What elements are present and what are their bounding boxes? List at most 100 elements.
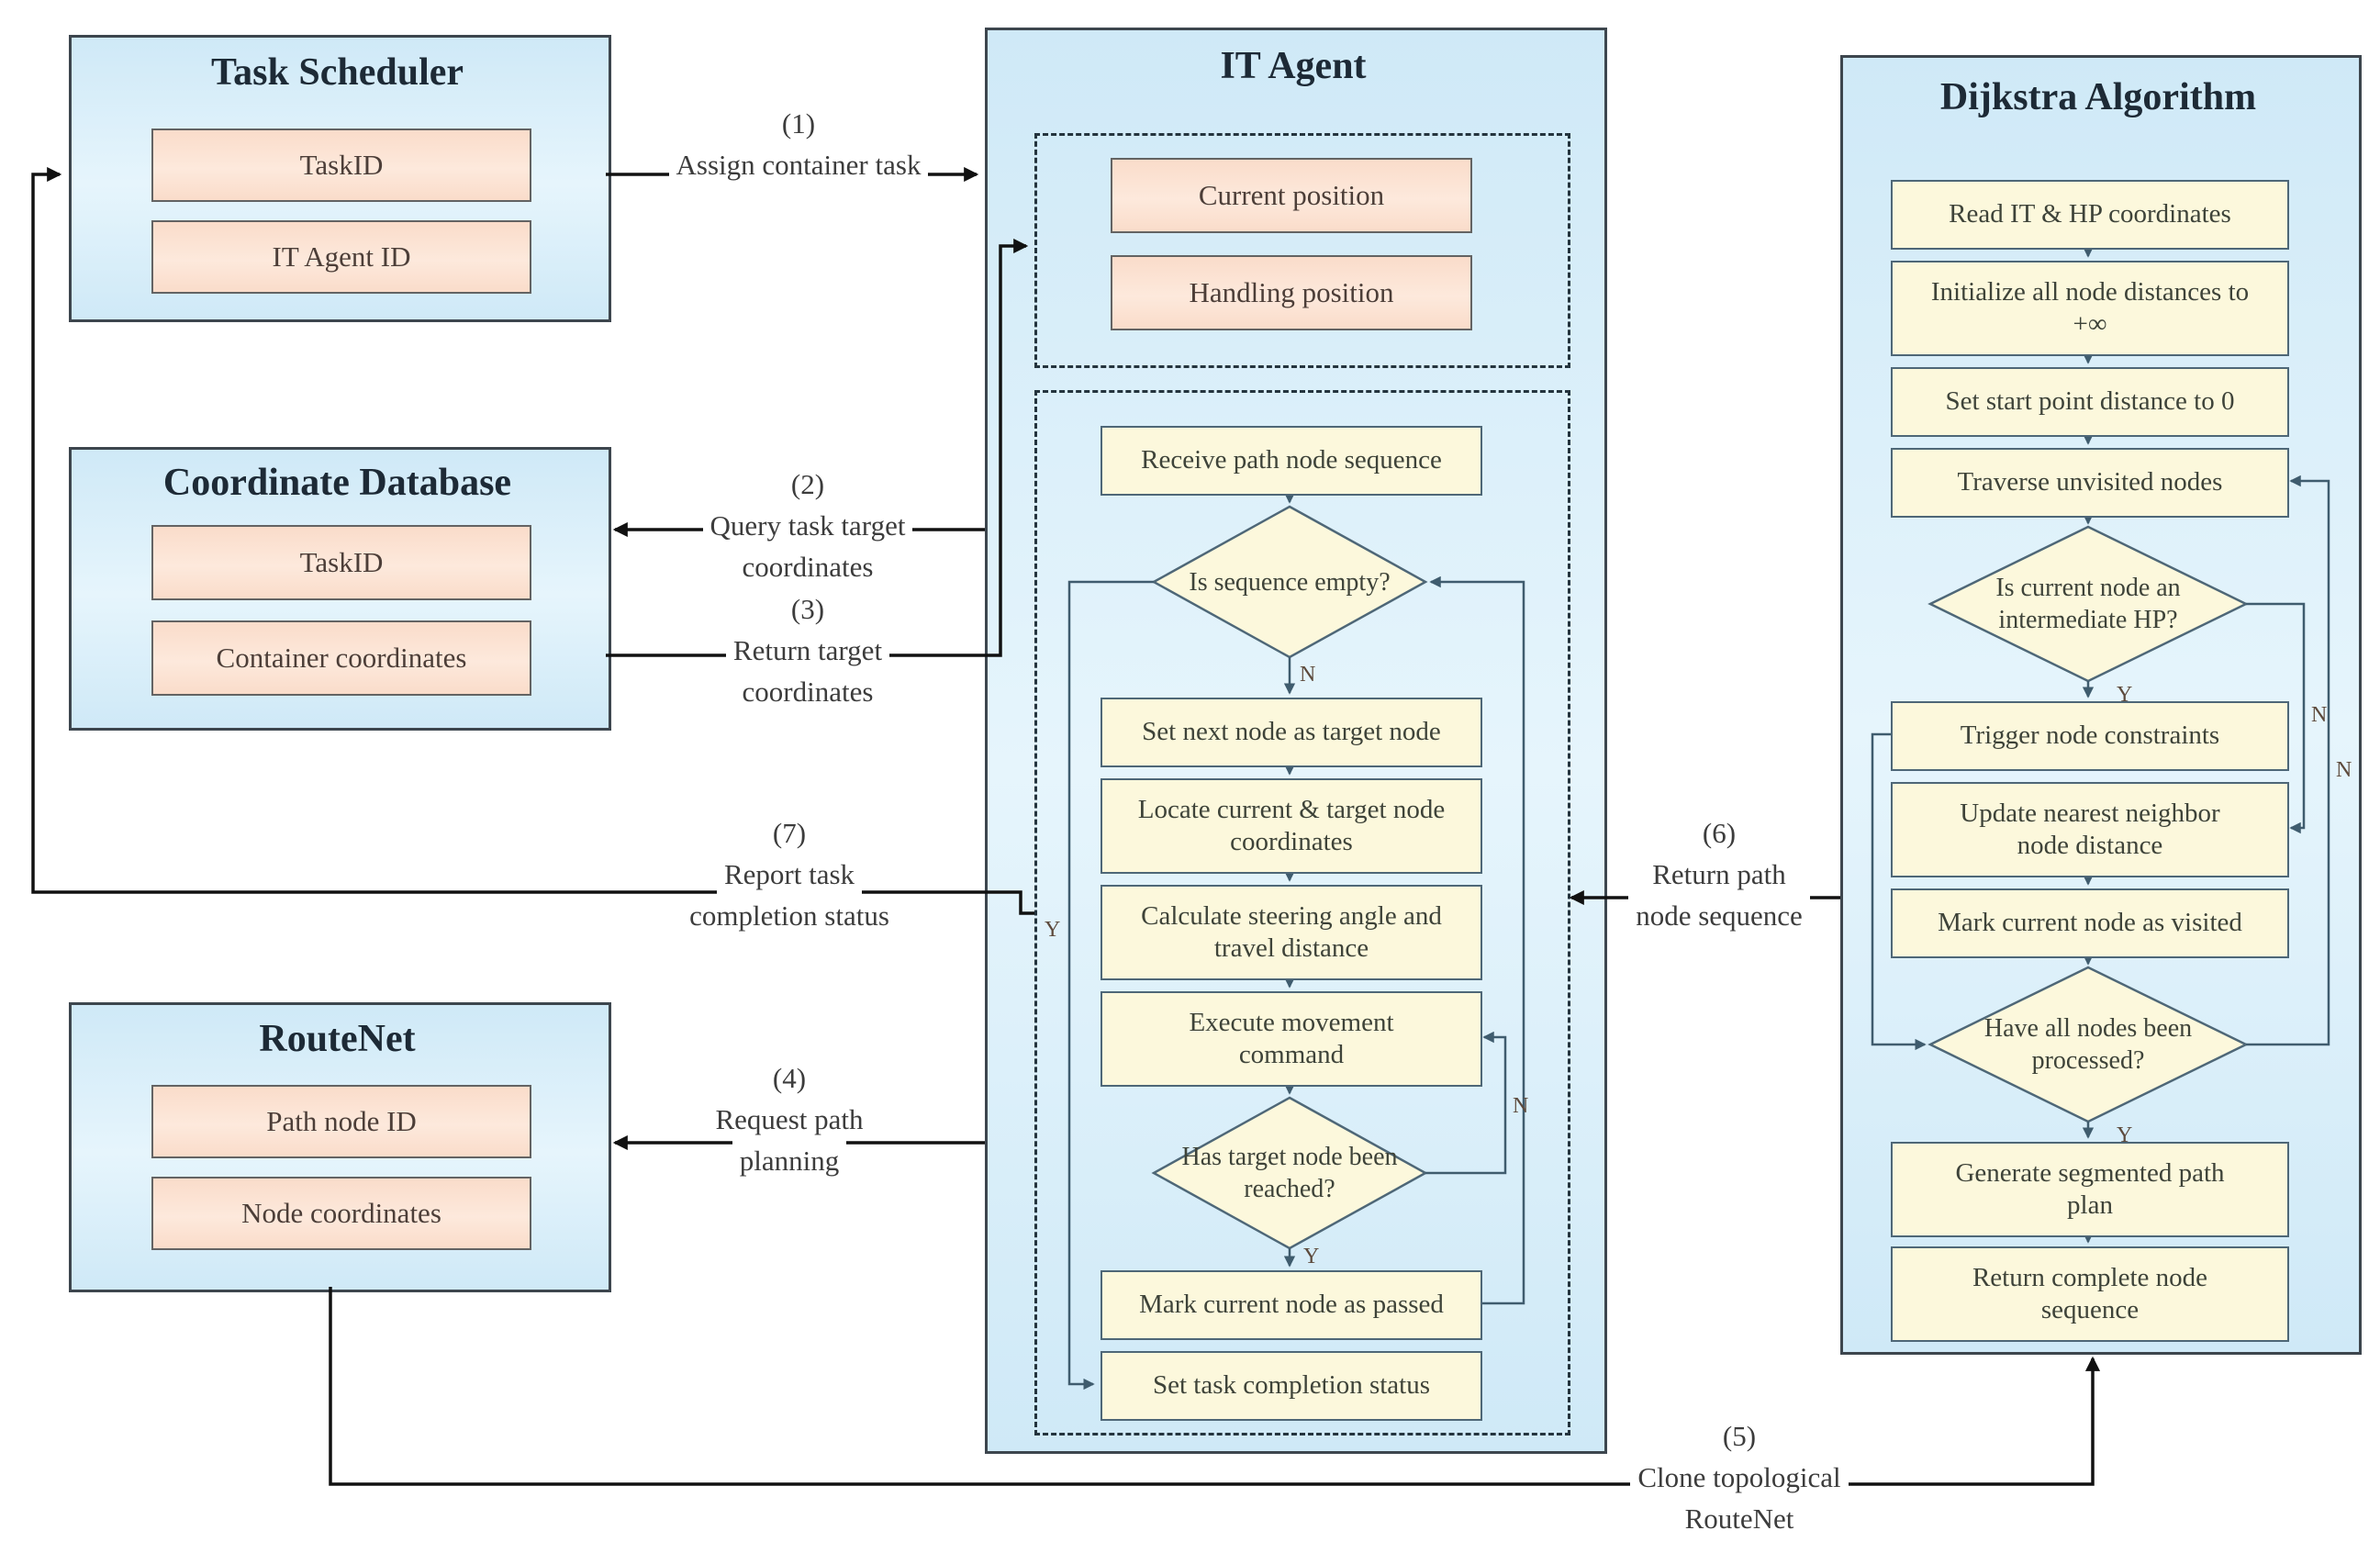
field-label: Handling position xyxy=(1189,276,1394,308)
routenet-title: RouteNet xyxy=(259,1018,416,1060)
message-7-report-task-completion: (7) Report task completion status xyxy=(606,812,973,936)
dj-branch-hp-no: N xyxy=(2311,703,2328,727)
step-label: Initialize all node distances to +∞ xyxy=(1930,276,2250,339)
it-step-set-status: Set task completion status xyxy=(1101,1351,1482,1421)
message-number: (3) xyxy=(783,588,832,630)
message-text: Return path xyxy=(1645,854,1793,895)
dj-step-init: Initialize all node distances to +∞ xyxy=(1891,261,2289,356)
message-text: Request path xyxy=(708,1099,871,1140)
message-text: Assign container task xyxy=(668,144,929,185)
field-label: Node coordinates xyxy=(241,1197,441,1229)
step-label: Set next node as target node xyxy=(1142,717,1441,747)
message-4-request-path-planning: (4) Request path planning xyxy=(606,1057,973,1181)
message-text: completion status xyxy=(682,895,897,936)
message-text: node sequence xyxy=(1628,895,1810,936)
message-text: Return target xyxy=(725,630,890,671)
message-number: (5) xyxy=(1715,1415,1764,1457)
step-label: Set task completion status xyxy=(1152,1370,1431,1401)
task-scheduler-field-agentid: IT Agent ID xyxy=(151,220,531,294)
field-label: Path node ID xyxy=(266,1105,417,1137)
message-text: Query task target xyxy=(702,505,913,546)
step-label: Generate segmented path plan xyxy=(1955,1157,2225,1220)
dj-decision-intermediate-hp: Is current node an intermediate HP? xyxy=(1995,574,2181,634)
dj-step-traverse: Traverse unvisited nodes xyxy=(1891,448,2289,518)
field-label: Current position xyxy=(1198,179,1385,211)
message-text: planning xyxy=(732,1140,847,1181)
dj-loop-trigger-to-done xyxy=(1871,732,1927,1051)
it-loop-mark-to-empty xyxy=(1429,575,1525,1305)
it-step-calculate: Calculate steering angle and travel dist… xyxy=(1101,885,1482,980)
it-decision-target-reached: Has target node been reached? xyxy=(1181,1143,1398,1203)
it-branch-empty-no: N xyxy=(1300,663,1316,687)
dj-branch-hp-yes: Y xyxy=(2117,683,2133,707)
message-3-return-target-coordinates: (3) Return target coordinates xyxy=(624,588,991,712)
it-agent-position-group xyxy=(1034,133,1570,368)
routenet-field-pathnode: Path node ID xyxy=(151,1085,531,1158)
step-label: Receive path node sequence xyxy=(1141,445,1442,475)
it-decision-sequence-empty: Is sequence empty? xyxy=(1189,567,1391,597)
step-label: Read IT & HP coordinates xyxy=(1949,199,2231,229)
field-label: IT Agent ID xyxy=(272,240,411,273)
step-label: Calculate steering angle and travel dist… xyxy=(1141,900,1442,963)
dj-decision-all-processed: Have all nodes been processed? xyxy=(1983,1014,2193,1075)
it-branch-reached-no: N xyxy=(1513,1094,1529,1118)
dijkstra-title: Dijkstra Algorithm xyxy=(1939,76,2257,118)
it-loop-reached-n-to-exec xyxy=(1425,1031,1507,1175)
step-label: Mark current node as visited xyxy=(1938,908,2242,938)
message-number: (1) xyxy=(774,103,823,144)
step-label: Trigger node constraints xyxy=(1960,721,2220,751)
field-label: TaskID xyxy=(299,546,384,578)
it-step-set-next: Set next node as target node xyxy=(1101,698,1482,767)
message-number: (6) xyxy=(1694,812,1744,854)
coordinate-database-field-taskid: TaskID xyxy=(151,525,531,600)
connector-report-task-completion xyxy=(31,166,1034,915)
dj-loop-done-n-to-traverse xyxy=(2246,475,2330,1046)
dj-branch-done-yes: Y xyxy=(2117,1123,2133,1147)
it-agent-title: IT Agent xyxy=(1220,45,1367,87)
step-label: Locate current & target node coordinates xyxy=(1137,794,1446,856)
step-label: Traverse unvisited nodes xyxy=(1957,467,2223,497)
message-1-assign-container-task: (1) Assign container task xyxy=(606,103,991,185)
field-label: Container coordinates xyxy=(216,642,467,674)
step-label: Execute movement command xyxy=(1189,1007,1394,1069)
message-number: (2) xyxy=(783,464,832,505)
it-agent-handling-position: Handling position xyxy=(1111,255,1472,330)
dj-step-generate: Generate segmented path plan xyxy=(1891,1142,2289,1237)
dj-step-trigger: Trigger node constraints xyxy=(1891,701,2289,771)
dj-step-read: Read IT & HP coordinates xyxy=(1891,180,2289,250)
message-text: coordinates xyxy=(734,546,881,587)
dj-step-update: Update nearest neighbor node distance xyxy=(1891,782,2289,877)
message-number: (7) xyxy=(765,812,814,854)
connector-clone-topological-routenet xyxy=(329,1287,2101,1486)
it-branch-empty-yes: Y xyxy=(1045,918,1061,942)
it-step-mark-passed: Mark current node as passed xyxy=(1101,1270,1482,1340)
message-2-query-task-target: (2) Query task target coordinates xyxy=(624,464,991,587)
message-text: coordinates xyxy=(734,671,881,712)
it-step-receive: Receive path node sequence xyxy=(1101,426,1482,496)
dj-branch-done-no: N xyxy=(2336,758,2352,782)
coordinate-database-field-container: Container coordinates xyxy=(151,620,531,696)
message-6-return-path-node-sequence: (6) Return path node sequence xyxy=(1595,812,1843,936)
message-text: Report task xyxy=(716,854,863,895)
step-label: Mark current node as passed xyxy=(1139,1290,1444,1320)
task-scheduler-field-taskid: TaskID xyxy=(151,128,531,202)
it-agent-flow-group xyxy=(1034,390,1570,1436)
dj-loop-hp-n-to-update xyxy=(2246,602,2306,834)
message-text: RouteNet xyxy=(1677,1498,1802,1539)
routenet-field-nodecoords: Node coordinates xyxy=(151,1177,531,1250)
it-step-execute: Execute movement command xyxy=(1101,991,1482,1087)
field-label: TaskID xyxy=(299,149,384,181)
message-5-clone-topological-routenet: (5) Clone topological RouteNet xyxy=(1588,1415,1891,1539)
message-text: Clone topological xyxy=(1630,1457,1849,1498)
task-scheduler-title: Task Scheduler xyxy=(210,51,464,94)
step-label: Update nearest neighbor node distance xyxy=(1960,798,2220,860)
dj-step-return: Return complete node sequence xyxy=(1891,1246,2289,1342)
it-agent-current-position: Current position xyxy=(1111,158,1472,233)
dj-step-visited: Mark current node as visited xyxy=(1891,888,2289,958)
step-label: Set start point distance to 0 xyxy=(1945,386,2235,417)
it-step-locate: Locate current & target node coordinates xyxy=(1101,778,1482,874)
it-branch-reached-yes: Y xyxy=(1303,1245,1320,1268)
step-label: Return complete node sequence xyxy=(1972,1262,2208,1324)
